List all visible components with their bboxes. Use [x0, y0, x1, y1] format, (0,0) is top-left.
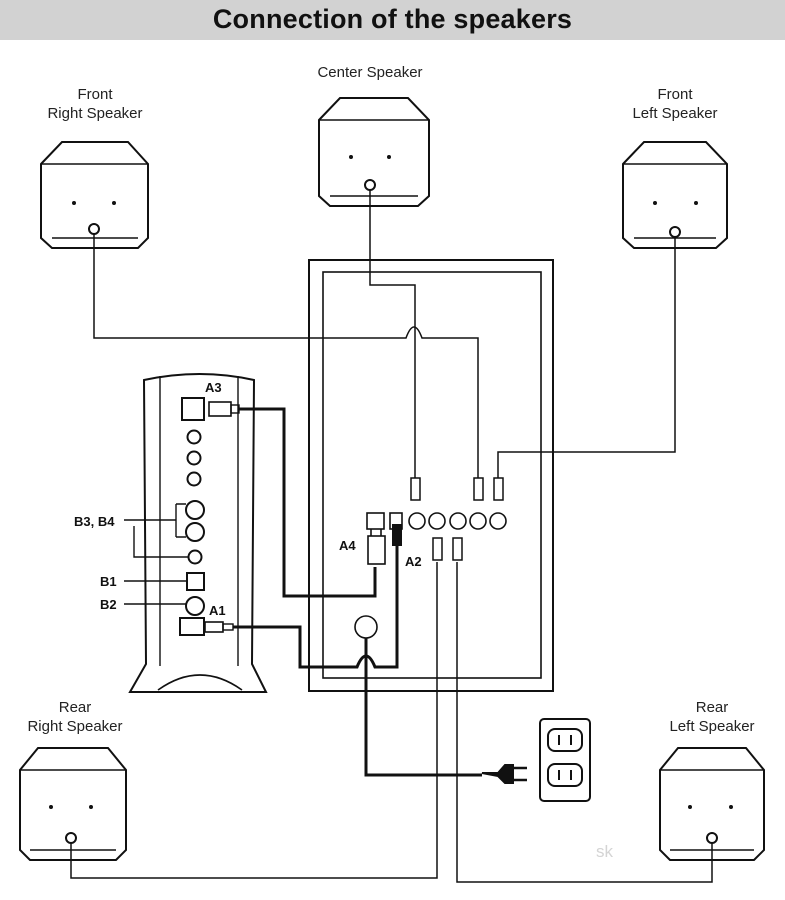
- wall-outlet: [539, 718, 591, 802]
- sub-power-socket: [366, 512, 385, 530]
- rear-right-label-line2: Right Speaker: [27, 718, 123, 735]
- rear-right-speaker: [19, 747, 127, 861]
- rear-left-label-line2: Left Speaker: [669, 718, 755, 735]
- rca-plugs: [410, 477, 504, 561]
- power-plug: [481, 764, 527, 784]
- connector-a2-label: A2: [405, 554, 422, 569]
- power-cord-outlet: [354, 615, 378, 639]
- a4-plug: [367, 529, 386, 565]
- rear-right-label-line1: Rear: [58, 699, 92, 716]
- front-right-label-line1: Front: [77, 86, 113, 103]
- connector-b1-label: B1: [100, 574, 117, 589]
- control-cables: [233, 407, 482, 777]
- output-jack-3: [449, 512, 467, 530]
- connector-a3-label: A3: [205, 380, 222, 395]
- front-left-label-line2: Left Speaker: [632, 105, 718, 122]
- front-left-label-line1: Front: [657, 86, 693, 103]
- center-speaker: [318, 97, 430, 207]
- output-jack-5: [489, 512, 507, 530]
- front-right-speaker: [40, 141, 149, 249]
- subwoofer-unit: [308, 259, 554, 692]
- front-right-label-line2: Right Speaker: [47, 105, 143, 122]
- a2-plug: [392, 524, 402, 546]
- speaker-wires: [70, 190, 713, 883]
- watermark: sk: [596, 842, 613, 861]
- connector-b2-label: B2: [100, 597, 117, 612]
- control-tower: [124, 373, 268, 693]
- center-speaker-label: Center Speaker: [317, 64, 423, 81]
- connector-b3b4-label: B3, B4: [74, 514, 115, 529]
- connector-a4-label: A4: [339, 538, 356, 553]
- page-title: Connection of the speakers: [212, 4, 573, 34]
- output-jack-1: [408, 512, 426, 530]
- connector-a1-label: A1: [209, 603, 226, 618]
- front-left-speaker: [622, 141, 728, 249]
- title-bar: [0, 0, 785, 40]
- output-jack-4: [469, 512, 487, 530]
- output-jack-2: [428, 512, 446, 530]
- rear-left-label-line1: Rear: [695, 699, 729, 716]
